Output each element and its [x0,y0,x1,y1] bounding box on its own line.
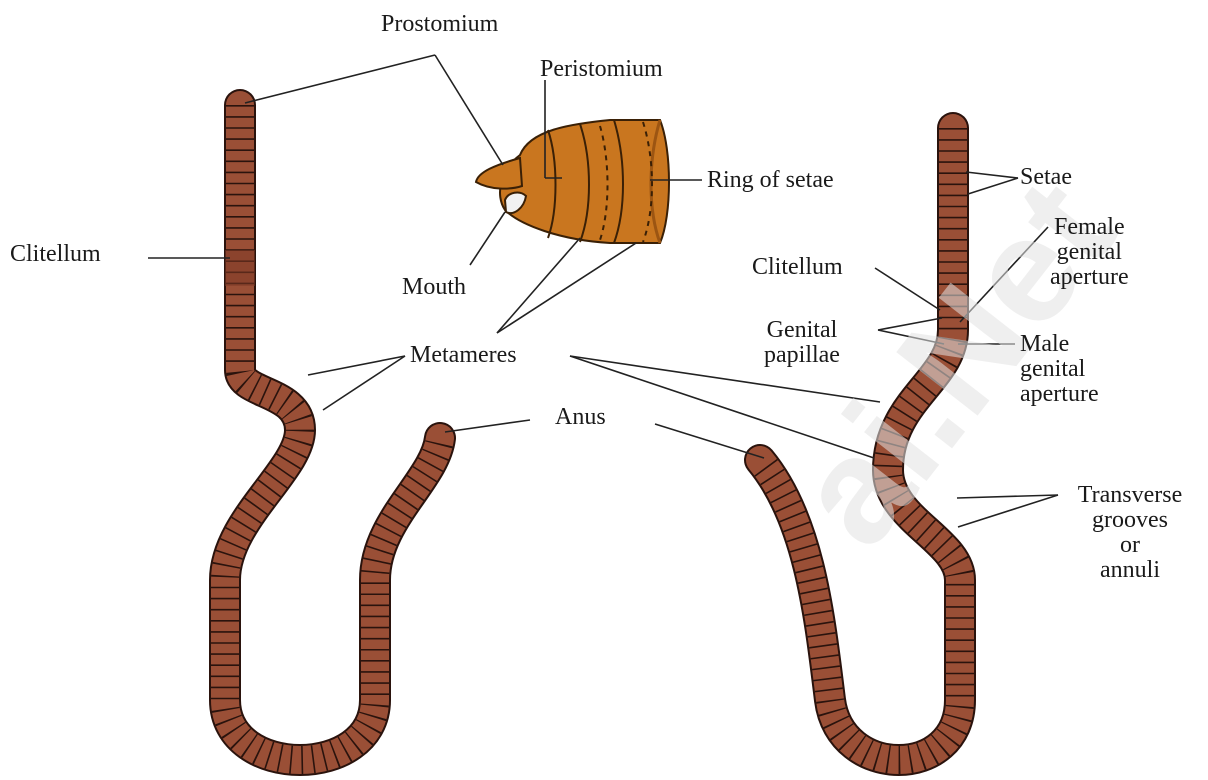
label-genital-papillae: Genital papillae [764,318,840,368]
label-papillae-line-1: Genital [764,318,840,343]
label-female-line-2: genital [1050,240,1129,265]
prostomium-lobe [476,158,522,189]
label-female-line-3: aperture [1050,265,1129,290]
label-male-genital-aperture: Male genital aperture [1020,332,1099,407]
label-clitellum-right: Clitellum [752,255,843,280]
label-male-line-1: Male [1020,332,1099,357]
left-earthworm [225,105,440,760]
label-setae: Setae [1020,165,1072,190]
label-papillae-line-2: papillae [764,343,840,368]
label-male-line-3: aperture [1020,382,1099,407]
label-mouth: Mouth [402,275,466,300]
label-anus: Anus [555,405,606,430]
label-male-line-2: genital [1020,357,1099,382]
label-female-line-1: Female [1050,215,1129,240]
label-transverse-grooves: Transverse grooves or annuli [1060,483,1200,583]
label-transverse-line-3: or [1060,533,1200,558]
label-peristomium: Peristomium [540,57,663,82]
label-ring-of-setae: Ring of setae [707,168,834,193]
label-metameres: Metameres [410,343,517,368]
label-transverse-line-4: annuli [1060,558,1200,583]
label-transverse-line-2: grooves [1060,508,1200,533]
head-closeup [476,120,669,243]
label-prostomium: Prostomium [381,12,498,37]
label-clitellum-left: Clitellum [10,242,101,267]
label-transverse-line-1: Transverse [1060,483,1200,508]
label-female-genital-aperture: Female genital aperture [1050,215,1129,290]
left-clitellum-band [225,250,255,286]
